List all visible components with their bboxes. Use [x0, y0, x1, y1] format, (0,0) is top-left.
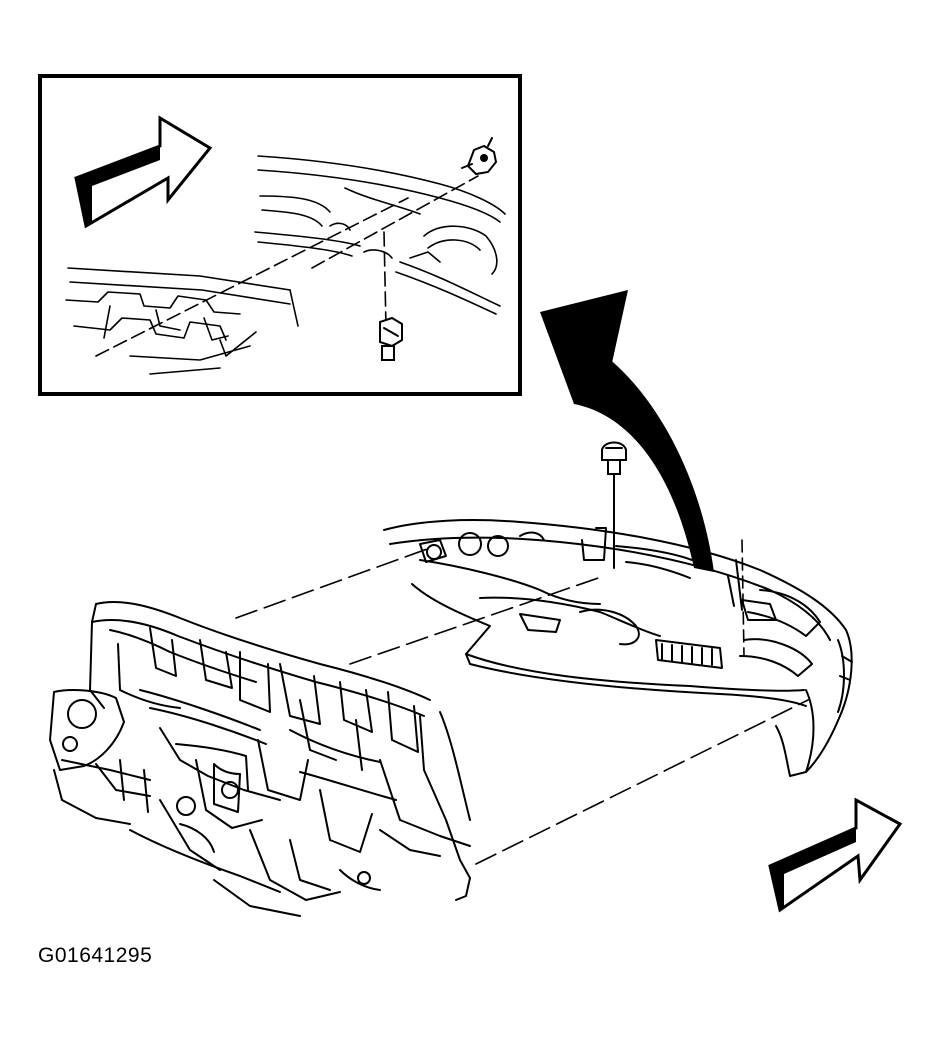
- vehicle-front-structure: [49, 601, 471, 917]
- inset-bracket-detail: [65, 267, 299, 375]
- bumper-fascia: [383, 519, 853, 777]
- inset-direction-arrow-icon: [74, 115, 213, 229]
- fascia-reference-line: [741, 539, 745, 657]
- main-direction-arrow-icon: [768, 797, 903, 913]
- detail-inset: [38, 74, 522, 396]
- inset-fascia-detail: [254, 155, 506, 315]
- assembly-alignment-lines: [235, 547, 809, 865]
- fascia-fastener-icon: [601, 441, 627, 569]
- inset-retainer-top-icon: [461, 137, 498, 176]
- inset-alignment-lines: [95, 175, 479, 357]
- inset-retainer-bottom-icon: [379, 316, 403, 361]
- figure-id-label: G01641295: [38, 944, 153, 967]
- removal-curved-arrow-icon: [540, 290, 714, 572]
